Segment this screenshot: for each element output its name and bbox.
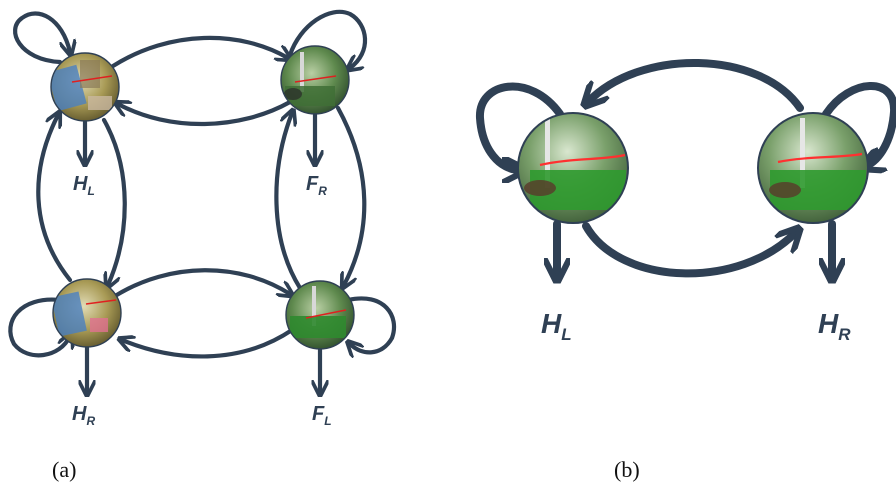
transition-arrow [335,105,367,285]
self-loop-arrow [8,297,70,358]
self-loop-arrow [348,296,397,352]
video-frame-thumbnail [517,112,629,224]
transition-arrow [274,113,303,291]
panel-a: HL FR HR FL (a) [8,9,397,482]
transition-arrow [36,115,73,283]
self-loop-arrow [13,11,70,65]
state-label: HL [541,308,572,344]
panel-b: HL HR (b) [476,58,896,482]
transition-arrow [582,226,796,278]
state-label: HR [818,308,851,344]
state-label: FL [312,403,332,428]
video-frame-thumbnail [280,45,350,115]
transition-arrow [112,268,290,296]
self-loop-arrow [287,9,368,68]
panel-caption: (a) [52,457,76,482]
video-frame-thumbnail [757,112,869,224]
self-loop-arrow [822,82,896,166]
video-frame-thumbnail [52,278,122,348]
transition-arrow [110,35,288,69]
transition-arrow [101,117,127,285]
transition-arrow [588,58,804,108]
self-loop-arrow [476,82,564,170]
transition-arrow [122,327,295,359]
state-label: HR [72,403,95,428]
state-label: HL [73,173,95,198]
state-label: FR [306,173,327,198]
panel-caption: (b) [614,457,640,482]
video-frame-thumbnail [50,52,120,122]
transition-arrow [118,102,293,127]
video-frame-thumbnail [285,280,355,350]
